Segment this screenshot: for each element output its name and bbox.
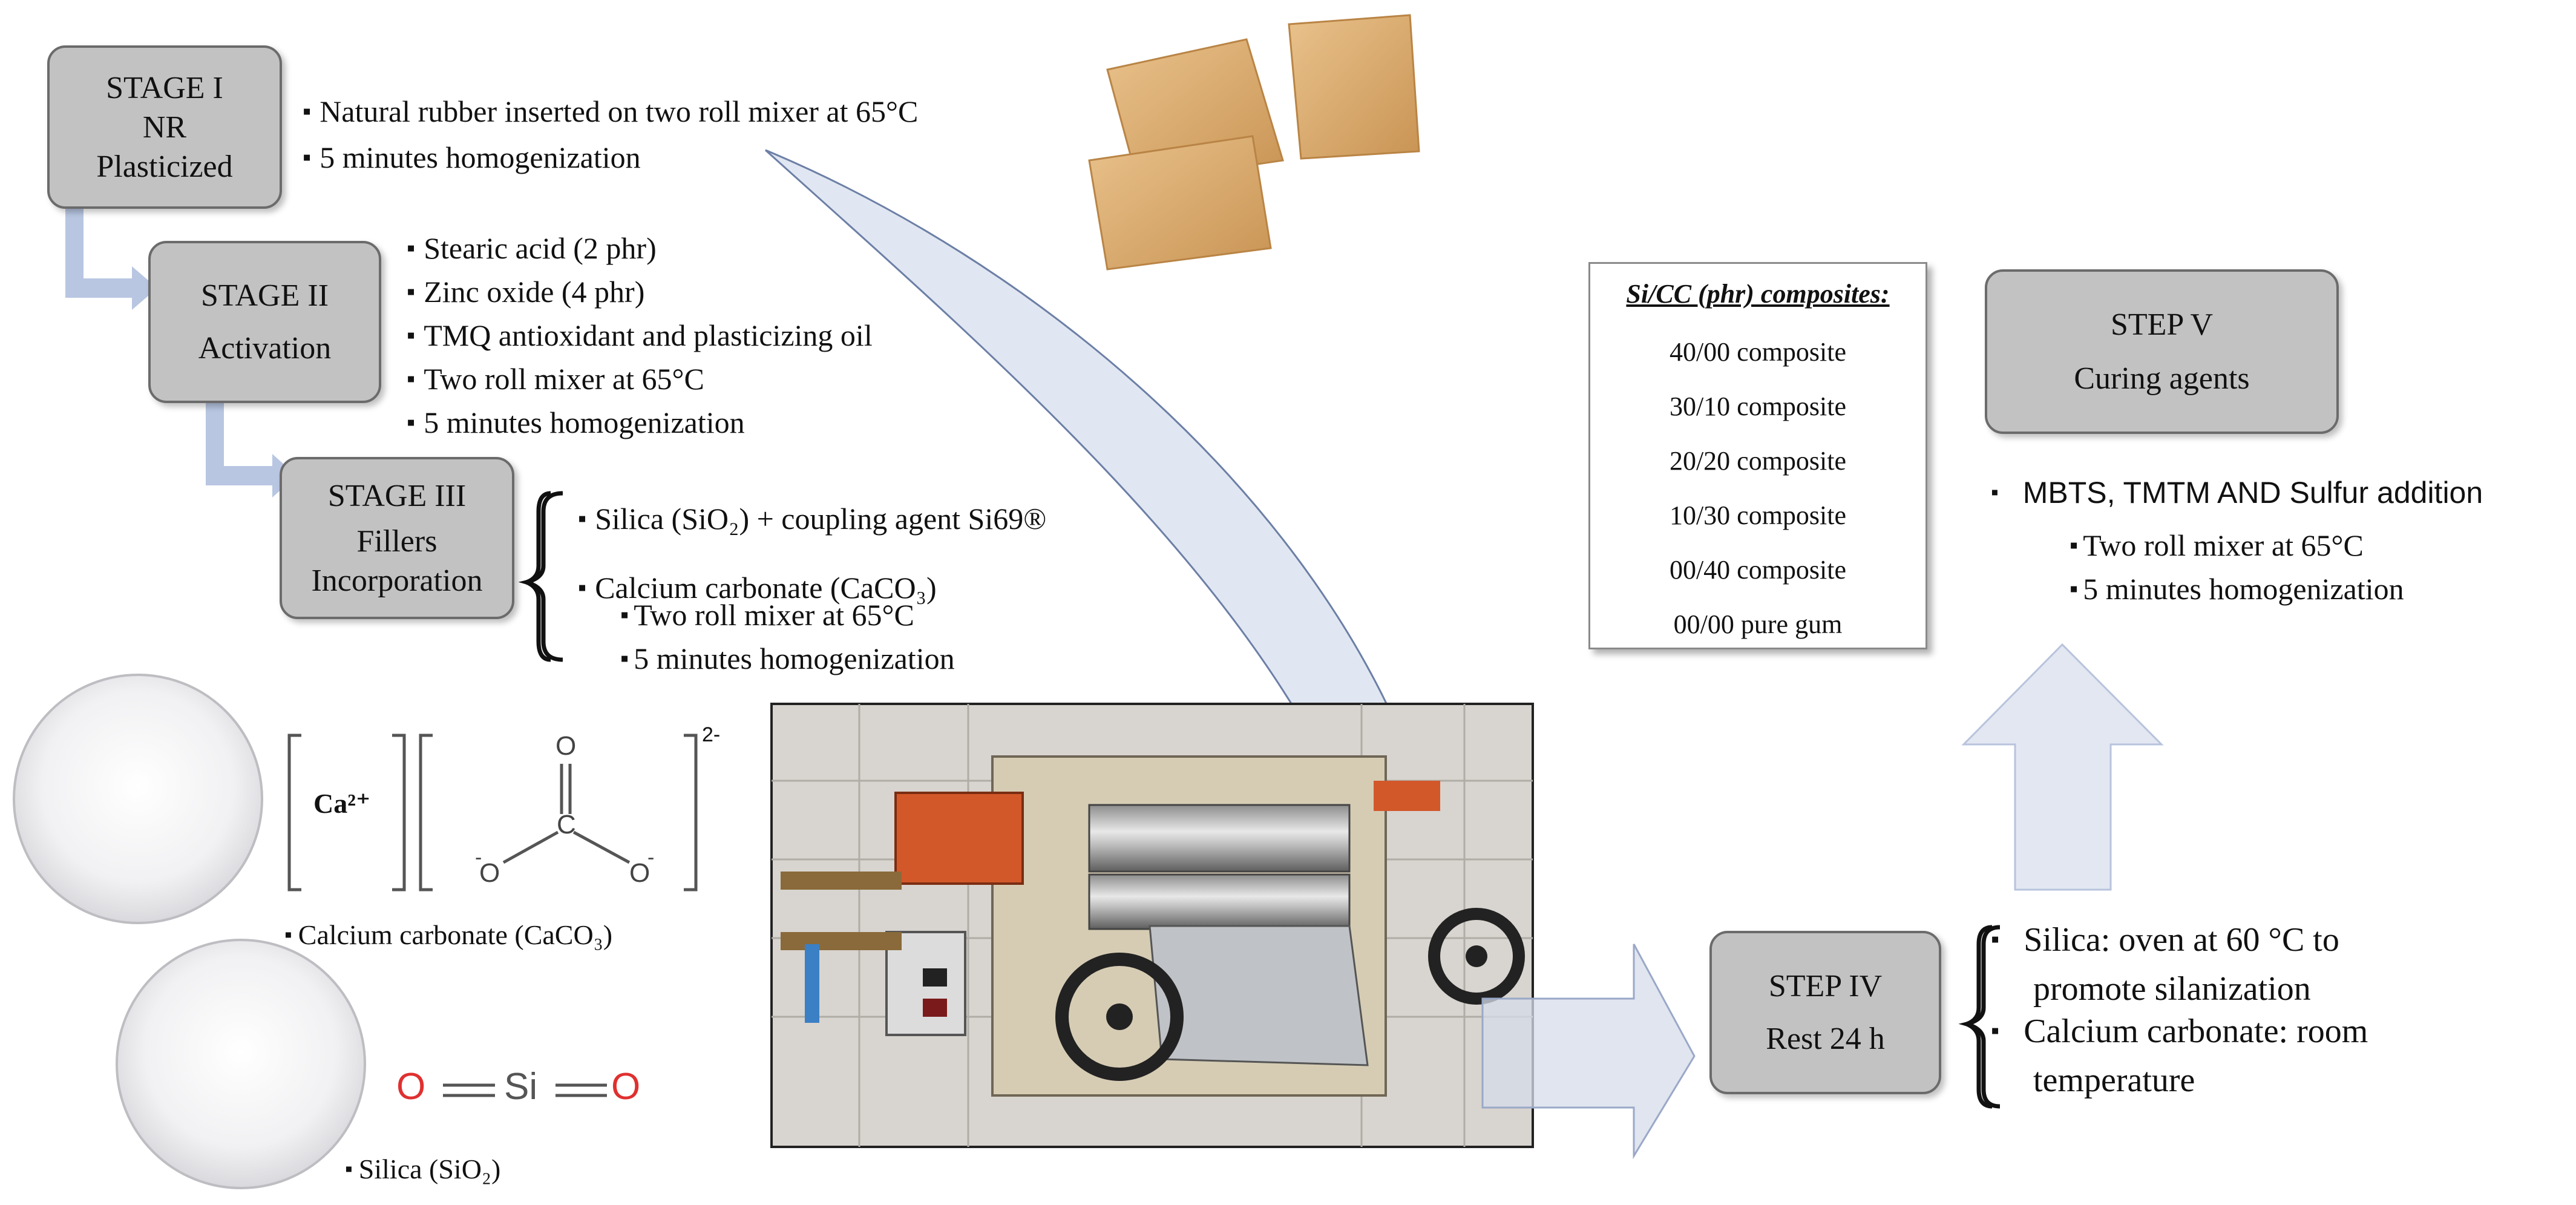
composite-row: 00/00 pure gum (1673, 609, 1843, 639)
composite-row: 10/30 composite (1669, 501, 1847, 530)
stage1-line2: NR (142, 110, 187, 145)
stage1-bullet: 5 minutes homogenization (303, 136, 918, 182)
arrow-to-step4 (1481, 944, 1696, 1160)
step5-bullet: ▪MBTS, TMTM AND Sulfur addition (1991, 476, 2483, 510)
stage3-sub-bullets: Two roll mixer at 65°C 5 minutes homogen… (620, 594, 955, 681)
carbonate-o-left: O (479, 858, 500, 888)
step4-box: STEP IV Rest 24 h (1709, 931, 1941, 1094)
step5-subtitle: Curing agents (2074, 361, 2250, 396)
step4-subtitle: Rest 24 h (1766, 1022, 1885, 1056)
stage3-line3: Incorporation (311, 563, 483, 598)
carbonate-o-right: O (629, 858, 651, 888)
silica-powder-image (116, 939, 366, 1189)
composites-box: Si/CC (phr) composites: 40/00 composite … (1588, 262, 1927, 649)
stage3-sub-bullet: 5 minutes homogenization (620, 638, 954, 681)
step5-sub-bullet: Two roll mixer at 65°C (2070, 525, 2404, 568)
silica-caption: ▪Silica (SiO₂) (345, 1154, 501, 1184)
stage3-box: STAGE III Fillers Incorporation (280, 457, 514, 619)
stage1-title: STAGE I (106, 70, 223, 105)
stage2-bullet: TMQ antioxidant and plasticizing oil (407, 315, 873, 358)
calcium-carbonate-caption: ▪Calcium carbonate (CaCO₃) (284, 919, 613, 950)
stage2-bullet: Two roll mixer at 65°C (407, 358, 873, 402)
stage-connector-arrow-1 (65, 200, 157, 310)
composites-header: Si/CC (phr) composites: (1626, 279, 1890, 309)
stage2-box: STAGE II Activation (148, 241, 381, 403)
two-roll-mixer-photo (770, 703, 1534, 1148)
step4-bullet-calcium-line2: temperature (2033, 1062, 2195, 1099)
stage2-bullet: Stearic acid (2 phr) (407, 228, 873, 271)
stage3-brace (518, 491, 563, 662)
step4-title: STEP IV (1768, 969, 1883, 1003)
stage2-bullets: Stearic acid (2 phr) Zinc oxide (4 phr) … (407, 228, 873, 445)
step5-sub-bullets: Two roll mixer at 65°C 5 minutes homogen… (2070, 525, 2404, 612)
step5-box: STEP V Curing agents (1985, 269, 2339, 434)
stage1-line3: Plasticized (96, 149, 233, 184)
stage3-title: STAGE III (327, 478, 467, 513)
carbonate-minus-left: - (475, 846, 482, 869)
step4-bullet-silica-line1: Silica: oven at 60 °C to (2024, 921, 2339, 959)
step4-bullet-silica: ▪Silica: oven at 60 °C to promote silani… (1991, 917, 2339, 1012)
natural-rubber-image (1088, 14, 1420, 271)
stage2-line2: Activation (198, 331, 332, 366)
arrow-to-step5 (1961, 643, 2164, 891)
stage1-bullets: Natural rubber inserted on two roll mixe… (303, 90, 918, 182)
stage1-bullet: Natural rubber inserted on two roll mixe… (303, 90, 918, 136)
stage2-bullet: 5 minutes homogenization (407, 402, 873, 445)
silica-caption-text: Silica (SiO₂) (358, 1154, 501, 1184)
composite-row: 20/20 composite (1669, 446, 1847, 476)
stage3-bullet-silica: Silica (SiO₂) + coupling agent Si69® (578, 485, 1046, 554)
carbonate-o-top: O (556, 731, 577, 761)
composite-row: 40/00 composite (1669, 337, 1847, 367)
step4-bullet-calcium-line1: Calcium carbonate: room (2024, 1013, 2368, 1050)
calcium-carbonate-structure (287, 734, 698, 891)
stage2-bullet: Zinc oxide (4 phr) (407, 271, 873, 315)
silica-structure (443, 1083, 607, 1097)
stage2-title: STAGE II (200, 278, 329, 313)
silica-si: Si (504, 1066, 538, 1108)
step4-brace (1958, 925, 2001, 1109)
step5-bullet-text: MBTS, TMTM AND Sulfur addition (2022, 476, 2483, 510)
silica-o-right: O (611, 1066, 641, 1108)
step5-sub-bullet: 5 minutes homogenization (2070, 568, 2404, 612)
carbonate-minus-right: - (647, 846, 655, 869)
calcium-carbonate-caption-text: Calcium carbonate (CaCO₃) (298, 919, 613, 950)
carbonate-c: C (557, 810, 576, 839)
composite-row: 00/40 composite (1669, 555, 1847, 585)
step5-title: STEP V (2110, 307, 2214, 342)
calcium-carbonate-powder-image (13, 674, 263, 924)
calcium-ion-label: Ca²⁺ (313, 788, 371, 819)
step4-bullet-silica-line2: promote silanization (2033, 970, 2311, 1008)
composite-row: 30/10 composite (1669, 392, 1847, 421)
carbonate-charge-label: 2- (702, 723, 721, 746)
stage3-line2: Fillers (356, 524, 438, 559)
silica-o-left: O (396, 1066, 426, 1108)
step4-bullet-calcium: ▪Calcium carbonate: room temperature (1991, 1008, 2368, 1103)
stage3-sub-bullet: Two roll mixer at 65°C (620, 594, 955, 638)
stage1-box: STAGE I NR Plasticized (47, 45, 282, 209)
